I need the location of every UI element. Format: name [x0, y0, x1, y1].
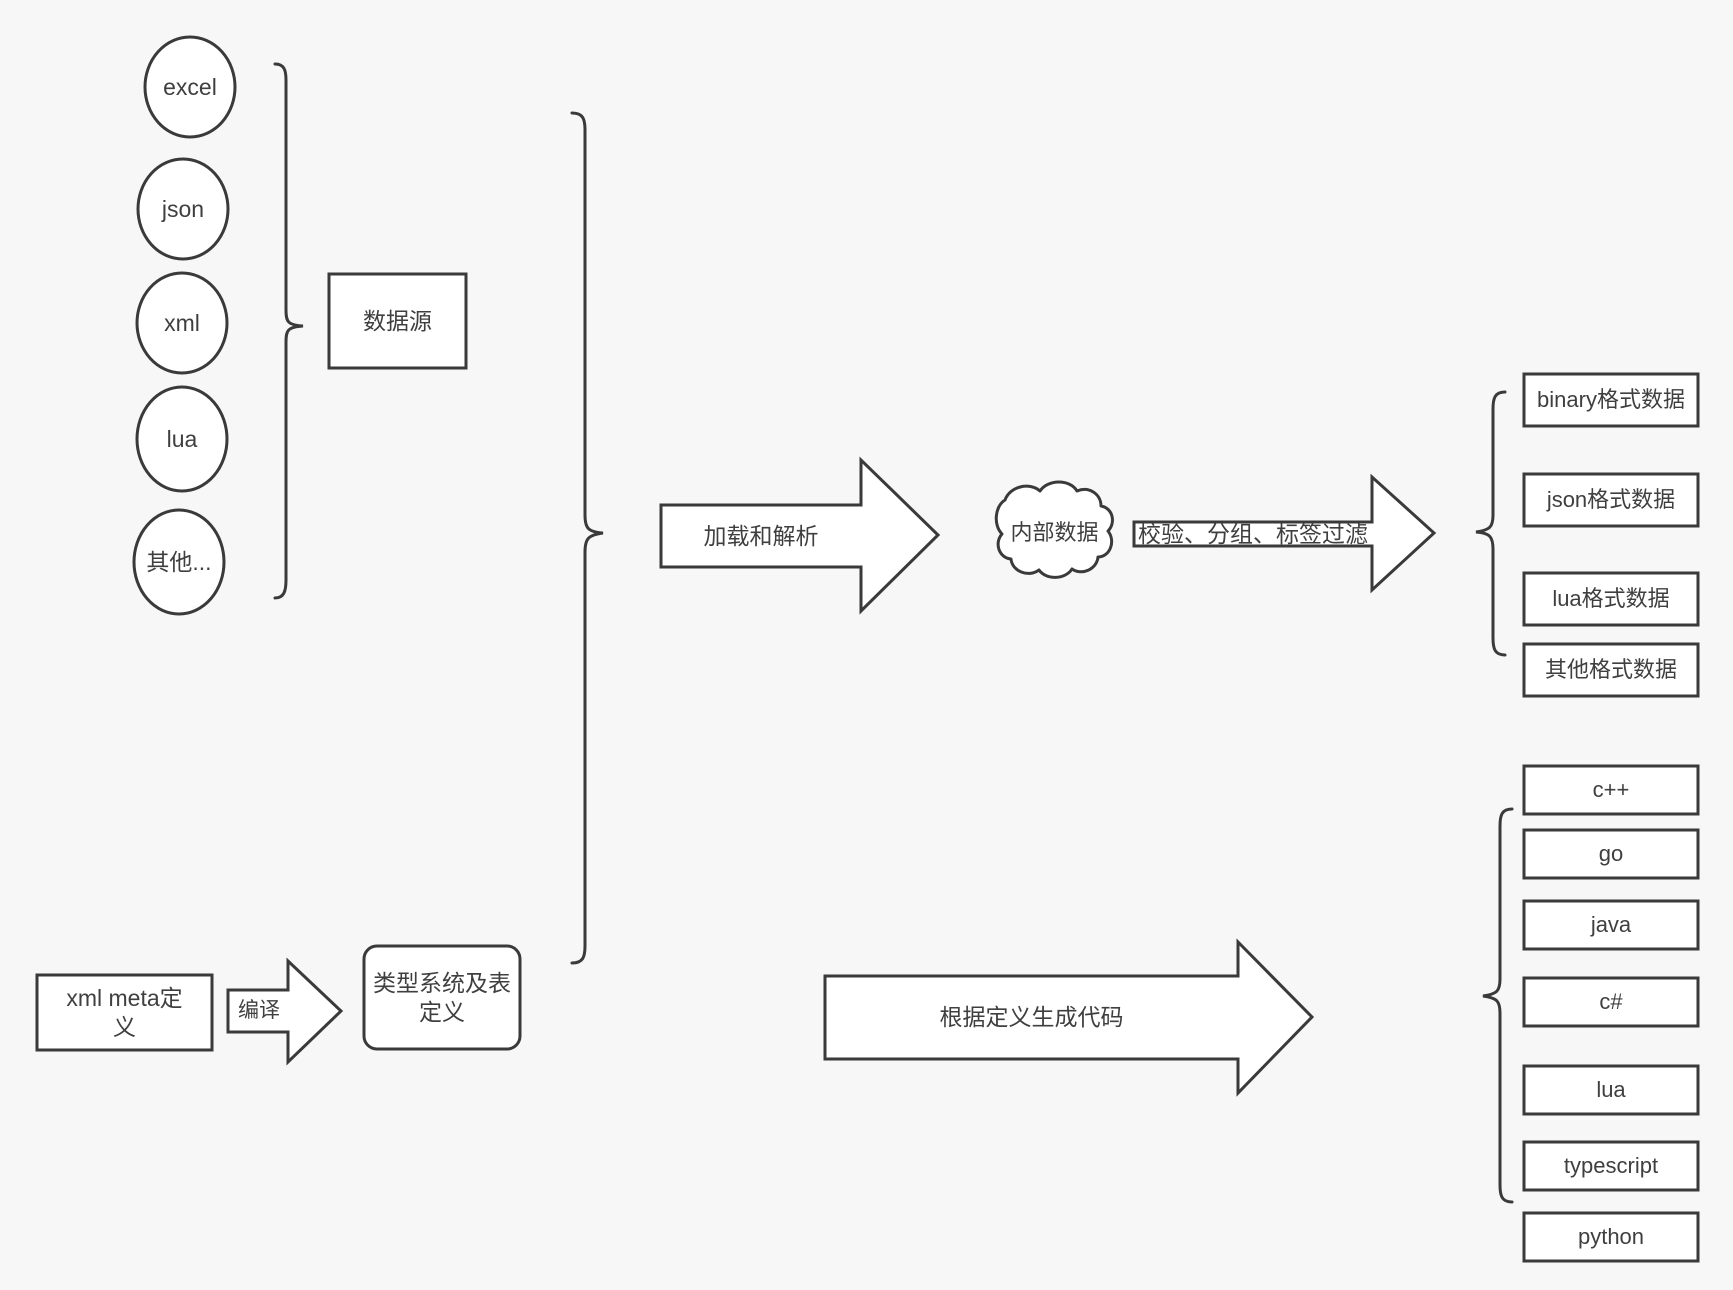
validate-group-filter-arrow[interactable]	[1132, 473, 1437, 594]
main-group-brace	[570, 111, 604, 965]
source-node-xml[interactable]	[135, 271, 229, 375]
language-box-csharp[interactable]	[1522, 976, 1700, 1028]
language-group-brace	[1482, 807, 1514, 1204]
data-source-box[interactable]	[327, 272, 468, 370]
format-box-other[interactable]	[1522, 642, 1700, 698]
language-box-typescript[interactable]	[1522, 1140, 1700, 1192]
format-box-json[interactable]	[1522, 472, 1700, 528]
source-group-brace	[273, 62, 304, 600]
compile-arrow[interactable]	[226, 957, 344, 1066]
internal-data-cloud[interactable]	[994, 480, 1114, 579]
format-group-brace	[1475, 390, 1507, 657]
xml-meta-box[interactable]	[35, 973, 214, 1052]
format-box-lua[interactable]	[1522, 571, 1700, 627]
language-box-lua[interactable]	[1522, 1064, 1700, 1116]
language-box-go[interactable]	[1522, 828, 1700, 880]
source-node-json[interactable]	[136, 157, 230, 261]
source-node-excel[interactable]	[143, 35, 237, 139]
language-box-cpp[interactable]	[1522, 764, 1700, 816]
codegen-arrow[interactable]	[823, 938, 1315, 1097]
type-system-box[interactable]	[362, 944, 522, 1051]
load-parse-arrow[interactable]	[659, 456, 941, 615]
language-box-python[interactable]	[1522, 1211, 1700, 1263]
source-node-lua[interactable]	[135, 385, 229, 493]
format-box-binary[interactable]	[1522, 372, 1700, 428]
language-box-java[interactable]	[1522, 899, 1700, 951]
source-node-other[interactable]	[132, 508, 226, 616]
